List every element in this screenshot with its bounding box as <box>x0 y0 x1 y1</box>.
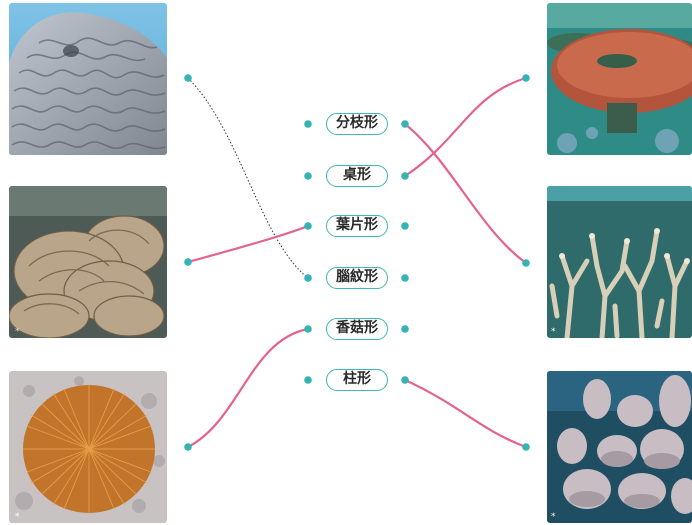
label-table[interactable]: 桌形 <box>326 165 388 187</box>
left-dot-2[interactable] <box>184 258 192 266</box>
right-dot-2[interactable] <box>522 259 530 267</box>
left-dot-3[interactable] <box>184 443 192 451</box>
label-left-dot-table[interactable] <box>304 172 312 180</box>
right-dot-3[interactable] <box>522 443 530 451</box>
label-right-dot-branching[interactable] <box>401 120 409 128</box>
right-dot-1[interactable] <box>522 74 530 82</box>
label-left-dot-brain[interactable] <box>304 274 312 282</box>
label-branching[interactable]: 分枝形 <box>326 113 388 135</box>
label-foliose[interactable]: 葉片形 <box>326 215 388 237</box>
label-brain[interactable]: 腦紋形 <box>326 267 388 289</box>
label-right-dot-columnar[interactable] <box>401 376 409 384</box>
label-right-dot-foliose[interactable] <box>401 222 409 230</box>
label-right-dot-mushroom[interactable] <box>401 325 409 333</box>
label-right-dot-brain[interactable] <box>401 274 409 282</box>
label-left-dot-columnar[interactable] <box>304 376 312 384</box>
label-mushroom[interactable]: 香菇形 <box>326 318 388 340</box>
connection-columnar <box>405 380 526 447</box>
label-left-dot-branching[interactable] <box>304 120 312 128</box>
connection-branching <box>405 124 526 263</box>
label-left-dot-foliose[interactable] <box>304 222 312 230</box>
connection-mushroom <box>188 329 308 447</box>
connection-foliose <box>188 226 308 262</box>
label-columnar[interactable]: 柱形 <box>326 369 388 391</box>
connection-table <box>405 78 526 176</box>
connection-brain-dotted <box>188 78 308 278</box>
left-dot-1[interactable] <box>184 74 192 82</box>
label-right-dot-table[interactable] <box>401 172 409 180</box>
label-left-dot-mushroom[interactable] <box>304 325 312 333</box>
